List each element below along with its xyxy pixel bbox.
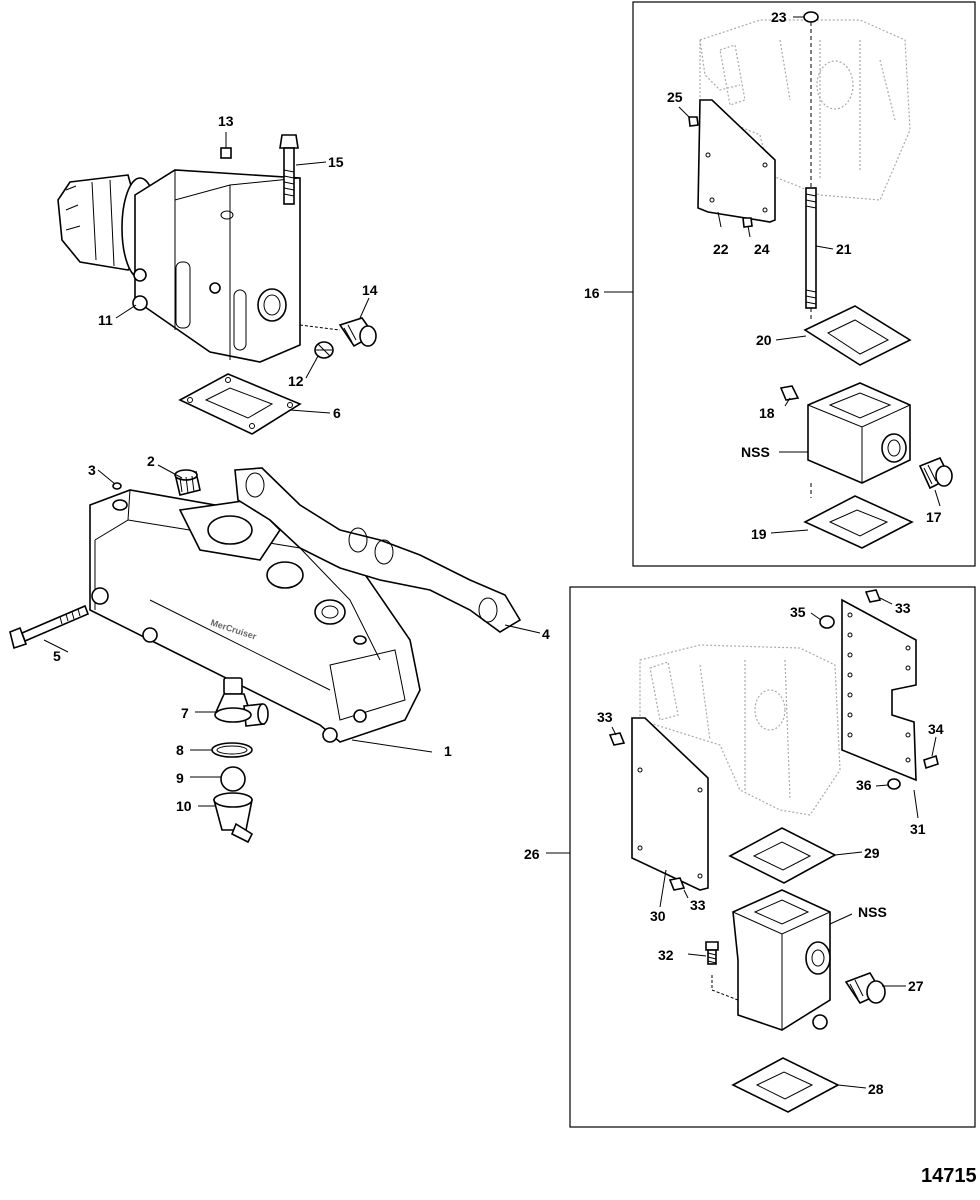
kit-box-26 (569, 586, 976, 1128)
part-15-bolt (279, 134, 299, 205)
part-20-gasket (803, 305, 912, 366)
part-10-cup (212, 792, 254, 844)
callout-33-left: 33 (597, 709, 613, 725)
callout-14: 14 (362, 282, 378, 298)
callout-4: 4 (542, 626, 550, 642)
callout-8: 8 (176, 742, 184, 758)
callout-26: 26 (524, 846, 540, 862)
callout-35: 35 (790, 604, 806, 620)
callout-33-bottom: 33 (690, 897, 706, 913)
callout-3: 3 (88, 462, 96, 478)
callout-nss-2: NSS (858, 904, 887, 920)
part-29-gasket (728, 827, 837, 884)
part-32-bolt (705, 941, 719, 965)
callout-10: 10 (176, 798, 192, 814)
callout-27: 27 (908, 978, 924, 994)
part-8-gasket (211, 742, 253, 758)
callout-15: 15 (328, 154, 344, 170)
callout-nss-1: NSS (741, 444, 770, 460)
riser-elbow-assembly (57, 169, 301, 363)
figure-number: 14715 (921, 1165, 977, 1187)
part-17-fitting (918, 456, 953, 490)
part-19-gasket (803, 495, 914, 549)
part-12-plug (314, 341, 334, 359)
callout-24: 24 (754, 241, 770, 257)
callout-1: 1 (444, 743, 452, 759)
spacer-block-nss-2 (732, 889, 831, 1031)
callout-28: 28 (868, 1081, 884, 1097)
callout-33-top: 33 (895, 600, 911, 616)
part-33-screw-bottom (668, 877, 686, 891)
part-28-gasket (731, 1057, 840, 1113)
part-31-plate (841, 598, 917, 782)
callout-31: 31 (910, 821, 926, 837)
callout-16: 16 (584, 285, 600, 301)
part-25-screw (688, 116, 699, 127)
part-2-plug (174, 469, 201, 496)
callout-21: 21 (836, 241, 852, 257)
part-33-screw-top (864, 589, 882, 603)
callout-11: 11 (98, 312, 113, 328)
callout-2: 2 (147, 453, 155, 469)
part-3-screw (112, 482, 122, 490)
callout-25: 25 (667, 89, 683, 105)
leader-lines (43, 16, 941, 1089)
callout-9: 9 (176, 770, 184, 786)
part-30-plate (631, 717, 709, 891)
part-7-elbow (214, 677, 269, 727)
callout-30: 30 (650, 908, 666, 924)
part-33-screw-left (608, 732, 626, 746)
callout-19: 19 (751, 526, 767, 542)
part-23-nut (803, 11, 819, 23)
part-9-ball (220, 766, 246, 792)
part-21-stud (805, 187, 817, 309)
callout-labels: 1 2 3 4 5 6 7 8 9 10 11 12 13 14 15 16 1… (53, 9, 944, 1097)
callout-23: 23 (771, 9, 787, 25)
callout-32: 32 (658, 947, 674, 963)
part-24-screw (742, 217, 753, 228)
part-22-plate (697, 99, 776, 223)
callout-18: 18 (759, 405, 775, 421)
kit-box-16 (632, 1, 976, 567)
spacer-block-nss-1 (807, 382, 911, 484)
part-5-bolt (9, 604, 90, 650)
ghost-riser-top (699, 19, 911, 201)
callout-5: 5 (53, 648, 61, 664)
part-13-nut (220, 147, 232, 159)
callout-12: 12 (288, 373, 304, 389)
part-6-gasket (178, 373, 302, 435)
callout-20: 20 (756, 332, 772, 348)
part-18-plug (779, 385, 800, 401)
ghost-riser-bottom (639, 644, 841, 816)
part-35-nut (819, 615, 835, 629)
part-36-nut (887, 778, 901, 790)
part-14-fitting (338, 317, 377, 348)
callout-22: 22 (713, 241, 729, 257)
callout-17: 17 (926, 509, 942, 525)
part-27-fitting (844, 972, 886, 1005)
callout-34: 34 (928, 721, 944, 737)
part-34-screw (923, 754, 939, 770)
callout-6: 6 (333, 405, 341, 421)
callout-13: 13 (218, 113, 234, 129)
callout-7: 7 (181, 705, 189, 721)
callout-29: 29 (864, 845, 880, 861)
callout-36: 36 (856, 777, 872, 793)
